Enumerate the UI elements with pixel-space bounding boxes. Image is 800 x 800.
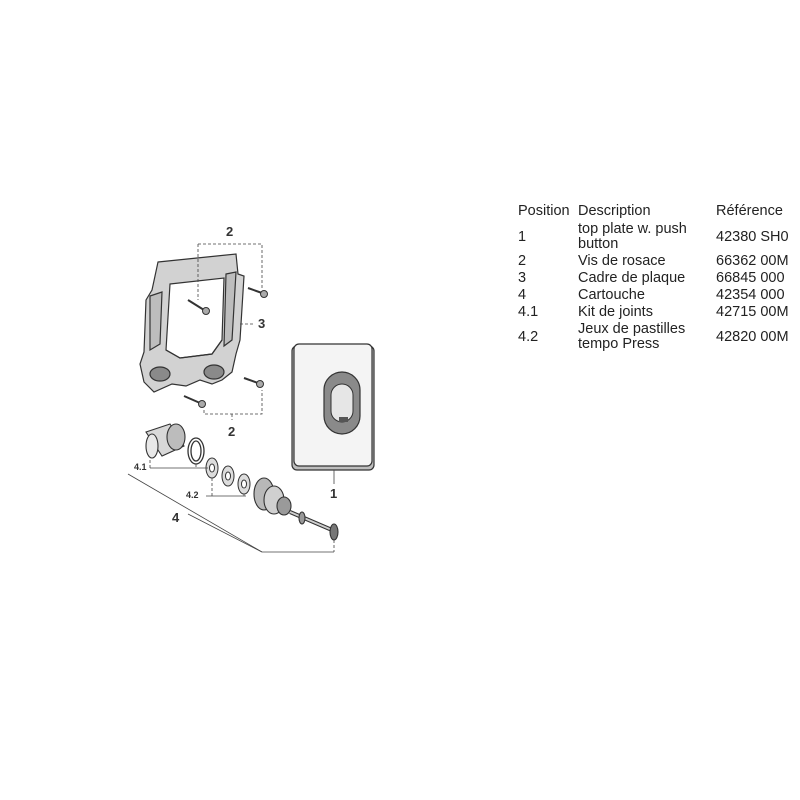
row-reference: 42354 000 bbox=[716, 287, 785, 303]
row-reference: 66845 000 bbox=[716, 270, 785, 286]
row-reference: 42715 00M bbox=[716, 304, 789, 320]
callout-seal-kit: 4.1 bbox=[134, 462, 147, 472]
leader-tablets bbox=[206, 478, 246, 497]
row-description: top plate w. push button bbox=[578, 221, 687, 252]
screw-top-left bbox=[187, 299, 210, 315]
seal-ring bbox=[187, 437, 205, 465]
leader-bottom-screws bbox=[203, 390, 263, 420]
row-description: Jeux de pastilles tempo Press bbox=[578, 321, 686, 352]
row-description: Cartouche bbox=[578, 287, 645, 303]
leader-seal-kit bbox=[149, 460, 208, 469]
row-position: 3 bbox=[518, 270, 527, 286]
row-description: Cadre de plaque bbox=[578, 270, 686, 286]
screw-bottom-left bbox=[183, 395, 206, 408]
table-row: 3 Cadre de plaque 66845 000 bbox=[518, 270, 789, 287]
row-reference: 42380 SH0 bbox=[716, 228, 789, 245]
tablet-washers bbox=[205, 457, 251, 495]
callout-frame: 3 bbox=[258, 316, 265, 331]
callout-cartridge: 4 bbox=[172, 510, 180, 525]
cartridge-valve bbox=[253, 477, 292, 516]
row-position: 4.2 bbox=[518, 328, 539, 345]
exploded-diagram: 2 3 2 1 bbox=[127, 224, 375, 553]
mounting-frame bbox=[139, 253, 245, 393]
screw-top-right bbox=[247, 287, 268, 298]
screw-bottom-right bbox=[243, 377, 264, 388]
row-position: 4 bbox=[518, 287, 527, 303]
table-row: 2 Vis de rosace 66362 00M bbox=[518, 253, 789, 270]
row-position: 2 bbox=[518, 253, 527, 269]
cartridge-spindle bbox=[289, 510, 339, 541]
header-description: Description bbox=[578, 203, 651, 219]
row-position: 1 bbox=[518, 228, 527, 245]
row-description: Vis de rosace bbox=[578, 253, 666, 269]
callout-tablets: 4.2 bbox=[186, 490, 199, 500]
row-reference: 66362 00M bbox=[716, 253, 789, 269]
leader-cartridge bbox=[127, 473, 335, 553]
table-row: 4 Cartouche 42354 000 bbox=[518, 287, 789, 304]
cartridge-body bbox=[145, 423, 186, 459]
parts-table-header-row: Position Description Référence bbox=[518, 204, 789, 221]
row-position: 4.1 bbox=[518, 304, 539, 320]
table-row: 4.2 Jeux de pastilles tempo Press 42820 … bbox=[518, 321, 789, 353]
push-button bbox=[323, 371, 361, 435]
callout-top-screws: 2 bbox=[226, 224, 233, 239]
parts-table: Position Description Référence 1 top pla… bbox=[518, 204, 789, 353]
leader-top-screws bbox=[197, 243, 263, 300]
callout-top-plate: 1 bbox=[330, 486, 337, 501]
header-position: Position bbox=[518, 203, 570, 219]
row-reference: 42820 00M bbox=[716, 328, 789, 345]
table-row: 1 top plate w. push button 42380 SH0 bbox=[518, 221, 789, 253]
header-reference: Référence bbox=[716, 203, 783, 219]
callout-bottom-screws: 2 bbox=[228, 424, 235, 439]
table-row: 4.1 Kit de joints 42715 00M bbox=[518, 304, 789, 321]
row-description: Kit de joints bbox=[578, 304, 653, 320]
